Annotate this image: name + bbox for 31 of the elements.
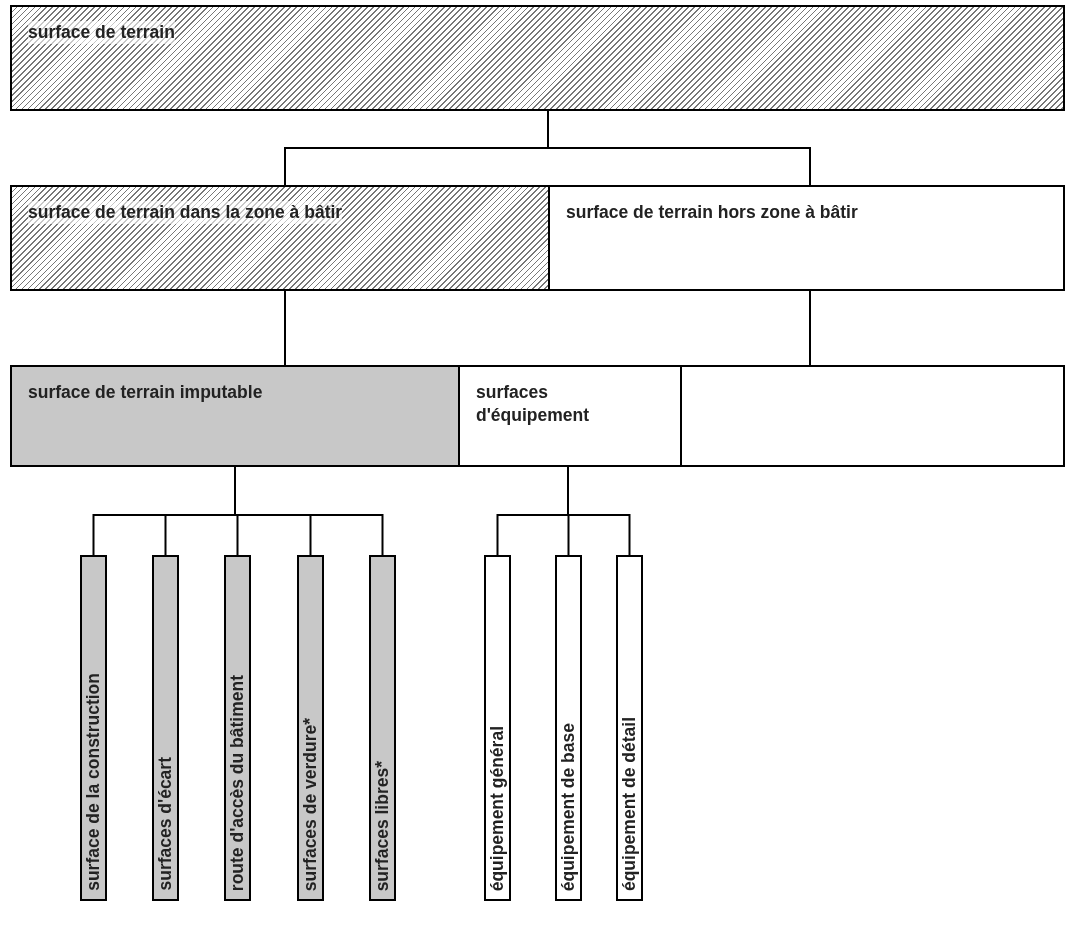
- node-label: surfaces de verdure*: [299, 717, 322, 891]
- connector-line: [809, 290, 811, 366]
- node-label: équipement général: [486, 725, 509, 891]
- connector-line: [567, 466, 631, 556]
- category-bar: [555, 555, 582, 901]
- category-bar: [152, 555, 179, 901]
- category-bar: [369, 555, 396, 901]
- connector-line: [284, 290, 286, 366]
- category-box: [10, 5, 1065, 111]
- category-box: [680, 365, 1065, 467]
- node-label: surface de terrain dans la zone à bâtir: [28, 201, 343, 224]
- category-box: [10, 185, 550, 291]
- category-bar: [224, 555, 251, 901]
- category-box: [548, 185, 1065, 291]
- node-label: équipement de détail: [618, 716, 641, 891]
- connector-line: [547, 110, 811, 186]
- node-label: route d'accès du bâtiment: [226, 674, 249, 891]
- node-label: surfaces d'équipement: [476, 381, 591, 427]
- node-label: surface de terrain hors zone à bâtir: [566, 201, 858, 224]
- node-label: surface de terrain: [28, 21, 175, 44]
- category-box: [458, 365, 682, 467]
- node-label: surfaces d'écart: [154, 757, 177, 891]
- category-bar: [297, 555, 324, 901]
- category-bar: [484, 555, 511, 901]
- node-label: surface de la construction: [82, 673, 105, 891]
- node-label: surface de terrain imputable: [28, 381, 263, 404]
- category-box: [10, 365, 460, 467]
- node-label: équipement de base: [557, 722, 580, 891]
- category-bar: [80, 555, 107, 901]
- node-label: surfaces libres*: [371, 760, 394, 891]
- category-bar: [616, 555, 643, 901]
